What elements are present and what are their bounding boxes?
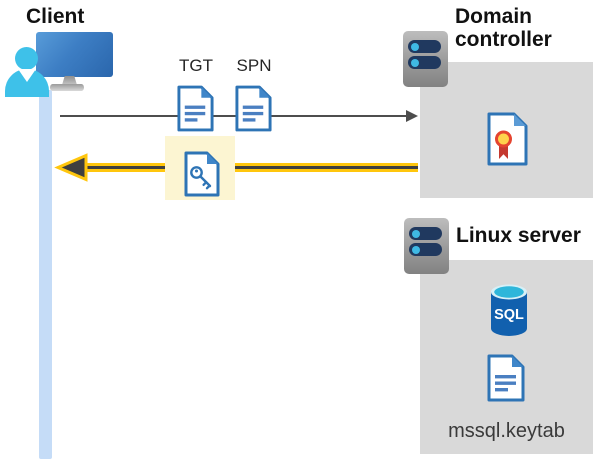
monitor-stand-base	[50, 84, 84, 91]
keytab-document-icon	[487, 354, 525, 402]
person-collar	[18, 69, 36, 82]
server-led-icon	[412, 245, 420, 254]
server-slot	[409, 243, 442, 256]
tgt-label: TGT	[179, 56, 213, 75]
keytab-label: mssql.keytab	[448, 420, 565, 442]
server-slot	[408, 56, 441, 69]
server-led-icon	[412, 229, 420, 238]
server-led-icon	[411, 42, 419, 51]
domain-controller-label: Domain controller	[455, 5, 552, 51]
server-slot	[409, 227, 442, 240]
person-icon	[15, 47, 38, 70]
tgt-document-icon	[177, 85, 214, 132]
sql-database-icon: SQL	[491, 284, 527, 336]
response-arrow	[54, 153, 418, 182]
server-led-icon	[411, 58, 419, 67]
key-document-icon	[184, 151, 220, 197]
monitor-icon	[36, 32, 113, 77]
certificate-icon	[487, 112, 528, 166]
sql-icon-label: SQL	[494, 307, 524, 323]
domain-controller-server-icon	[403, 31, 448, 87]
linux-server-icon	[404, 218, 449, 274]
spn-label: SPN	[236, 56, 272, 75]
client-lifeline	[39, 90, 52, 459]
client-label: Client	[26, 5, 85, 28]
spn-document-icon	[235, 85, 272, 132]
server-slot	[408, 40, 441, 53]
linux-server-label: Linux server	[456, 224, 581, 247]
request-arrowhead-icon	[406, 110, 418, 122]
request-arrow-line	[60, 115, 407, 117]
monitor-stand	[62, 76, 77, 85]
